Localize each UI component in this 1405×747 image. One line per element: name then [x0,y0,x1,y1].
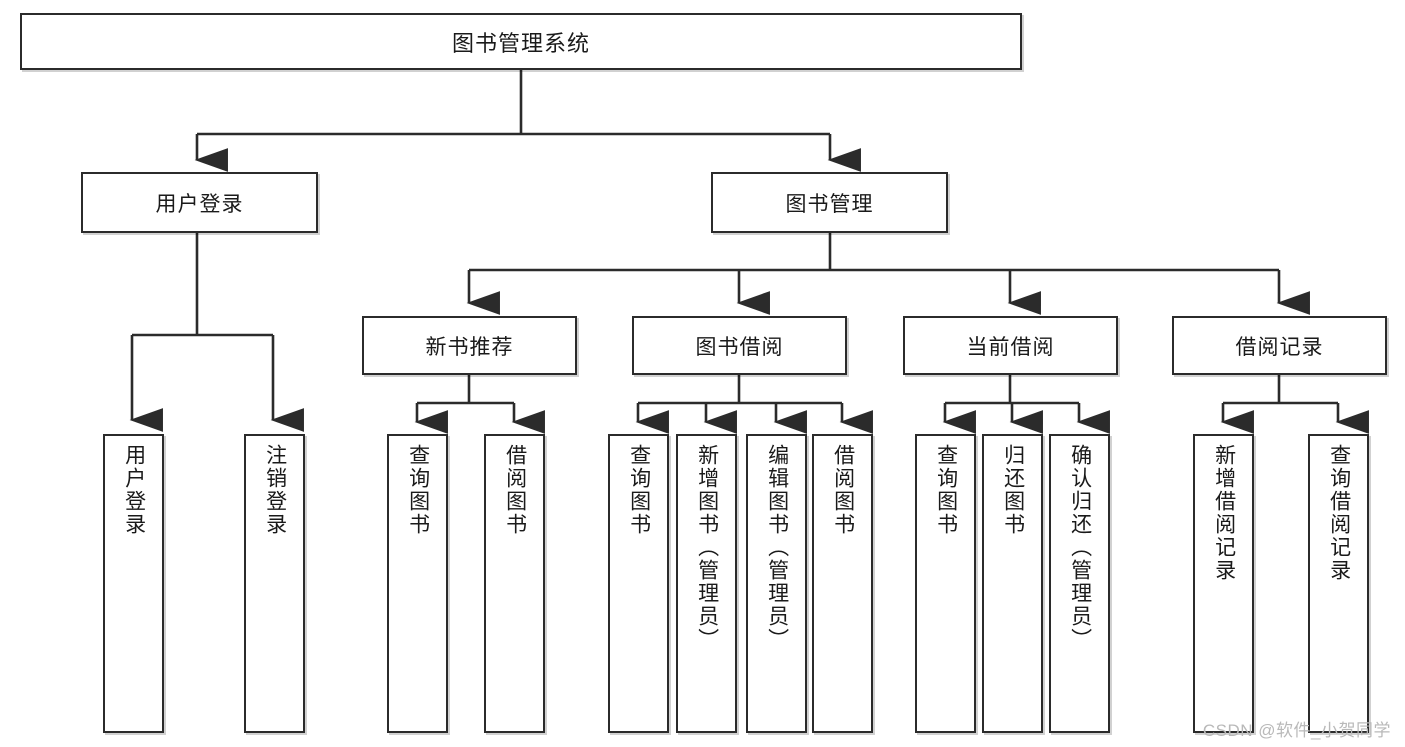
node-label: 查询图书 [627,444,651,536]
node-new-book-recommend[interactable]: 新书推荐 [362,316,577,375]
node-label: 新增借阅记录 [1212,444,1236,582]
leaf-current-query-book[interactable]: 查询图书 [915,434,976,733]
node-label: 注销登录 [263,444,287,536]
leaf-borrow-add-book[interactable]: 新增图书（管理员） [676,434,737,733]
node-label: 当前借阅 [966,335,1055,359]
node-label: 图书借阅 [695,335,784,359]
node-label: 查询图书 [934,444,958,536]
node-user-login[interactable]: 用户登录 [81,172,318,233]
node-book-borrow[interactable]: 图书借阅 [632,316,847,375]
node-current-borrow[interactable]: 当前借阅 [903,316,1118,375]
leaf-current-return-book[interactable]: 归还图书 [982,434,1043,733]
leaf-user-logout[interactable]: 注销登录 [244,434,305,733]
node-root-system[interactable]: 图书管理系统 [20,13,1022,70]
node-label: 借阅记录 [1235,335,1324,359]
leaf-user-login[interactable]: 用户登录 [103,434,164,733]
node-label: 新书推荐 [425,335,514,359]
node-label: 借阅图书 [503,444,527,536]
leaf-recommend-borrow-book[interactable]: 借阅图书 [484,434,545,733]
node-label: 图书管理系统 [451,30,590,56]
watermark-text: CSDN @软件_小贺同学 [1202,721,1391,740]
node-label: 用户登录 [155,192,244,216]
leaf-recommend-query-book[interactable]: 查询图书 [387,434,448,733]
node-label: 查询图书 [406,444,430,536]
node-borrow-record[interactable]: 借阅记录 [1172,316,1387,375]
node-label: 编辑图书（管理员） [765,444,789,651]
leaf-borrow-query-book[interactable]: 查询图书 [608,434,669,733]
node-label: 归还图书 [1001,444,1025,536]
leaf-borrow-edit-book[interactable]: 编辑图书（管理员） [746,434,807,733]
node-book-management[interactable]: 图书管理 [711,172,948,233]
node-label: 查询借阅记录 [1327,444,1351,582]
node-label: 借阅图书 [831,444,855,536]
node-label: 新增图书（管理员） [695,444,719,651]
node-label: 确认归还（管理员） [1068,444,1092,651]
node-label: 用户登录 [122,444,146,536]
leaf-borrow-borrow-book[interactable]: 借阅图书 [812,434,873,733]
leaf-record-add-record[interactable]: 新增借阅记录 [1193,434,1254,733]
leaf-record-query-record[interactable]: 查询借阅记录 [1308,434,1369,733]
node-label: 图书管理 [785,192,874,216]
leaf-current-confirm-return[interactable]: 确认归还（管理员） [1049,434,1110,733]
